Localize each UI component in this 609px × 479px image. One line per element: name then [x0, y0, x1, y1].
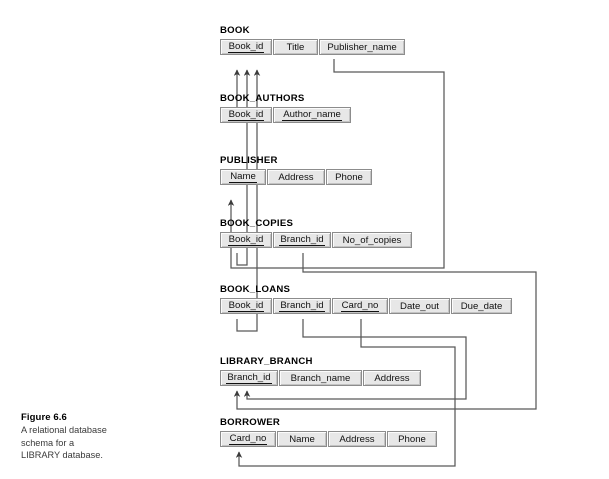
attribute-bookloans-date_out[interactable]: Date_out [389, 298, 450, 314]
figure-caption: Figure 6.6 A relational database schema … [21, 411, 136, 462]
figure-caption-line-2: schema for a [21, 437, 75, 448]
relation-name-publisher: PUBLISHER [220, 155, 278, 166]
attribute-borrower-phone[interactable]: Phone [387, 431, 437, 447]
attribute-book-publisher_name[interactable]: Publisher_name [319, 39, 405, 55]
attribute-borrower-name[interactable]: Name [277, 431, 327, 447]
attribute-row-library-branch: Branch_id Branch_name Address [220, 370, 421, 386]
attribute-bookcopies-branch_id[interactable]: Branch_id [273, 232, 331, 248]
attribute-borrower-address[interactable]: Address [328, 431, 386, 447]
relation-book-authors: BOOK_AUTHORS Book_id Author_name [220, 93, 351, 123]
relation-publisher: PUBLISHER Name Address Phone [220, 155, 372, 185]
relation-name-book-authors: BOOK_AUTHORS [220, 93, 305, 104]
attribute-row-book-loans: Book_id Branch_id Card_no Date_out Due_d… [220, 298, 512, 314]
attribute-bookloans-book_id[interactable]: Book_id [220, 298, 272, 314]
attribute-borrower-card_no[interactable]: Card_no [220, 431, 276, 447]
relation-borrower: BORROWER Card_no Name Address Phone [220, 417, 437, 447]
attribute-book-title[interactable]: Title [273, 39, 318, 55]
relation-book: BOOK Book_id Title Publisher_name [220, 25, 405, 55]
relation-name-book-copies: BOOK_COPIES [220, 218, 294, 229]
attribute-book-book_id[interactable]: Book_id [220, 39, 272, 55]
attribute-publisher-address[interactable]: Address [267, 169, 325, 185]
attribute-row-book: Book_id Title Publisher_name [220, 39, 405, 55]
attribute-librarybranch-address[interactable]: Address [363, 370, 421, 386]
attribute-row-publisher: Name Address Phone [220, 169, 372, 185]
attribute-bookloans-due_date[interactable]: Due_date [451, 298, 512, 314]
attribute-publisher-phone[interactable]: Phone [326, 169, 372, 185]
relation-name-book: BOOK [220, 25, 250, 36]
relation-name-borrower: BORROWER [220, 417, 281, 428]
relation-book-copies: BOOK_COPIES Book_id Branch_id No_of_copi… [220, 218, 412, 248]
attribute-librarybranch-branch_name[interactable]: Branch_name [279, 370, 362, 386]
attribute-bookloans-card_no[interactable]: Card_no [332, 298, 388, 314]
attribute-bookcopies-book_id[interactable]: Book_id [220, 232, 272, 248]
attribute-librarybranch-branch_id[interactable]: Branch_id [220, 370, 278, 386]
relation-library-branch: LIBRARY_BRANCH Branch_id Branch_name Add… [220, 356, 421, 386]
attribute-bookloans-branch_id[interactable]: Branch_id [273, 298, 331, 314]
relation-name-book-loans: BOOK_LOANS [220, 284, 291, 295]
figure-caption-line-1: A relational database [21, 425, 107, 435]
relation-book-loans: BOOK_LOANS Book_id Branch_id Card_no Dat… [220, 284, 512, 314]
attribute-row-borrower: Card_no Name Address Phone [220, 431, 437, 447]
figure-caption-line-3: LIBRARY database. [21, 450, 103, 461]
attribute-row-book-authors: Book_id Author_name [220, 107, 351, 123]
relation-name-library-branch: LIBRARY_BRANCH [220, 356, 313, 367]
attribute-bookauthors-author_name[interactable]: Author_name [273, 107, 351, 123]
figure-label: Figure 6.6 [21, 412, 67, 423]
attribute-bookcopies-no_of_copies[interactable]: No_of_copies [332, 232, 412, 248]
attribute-row-book-copies: Book_id Branch_id No_of_copies [220, 232, 412, 248]
attribute-bookauthors-book_id[interactable]: Book_id [220, 107, 272, 123]
attribute-publisher-name[interactable]: Name [220, 169, 266, 185]
